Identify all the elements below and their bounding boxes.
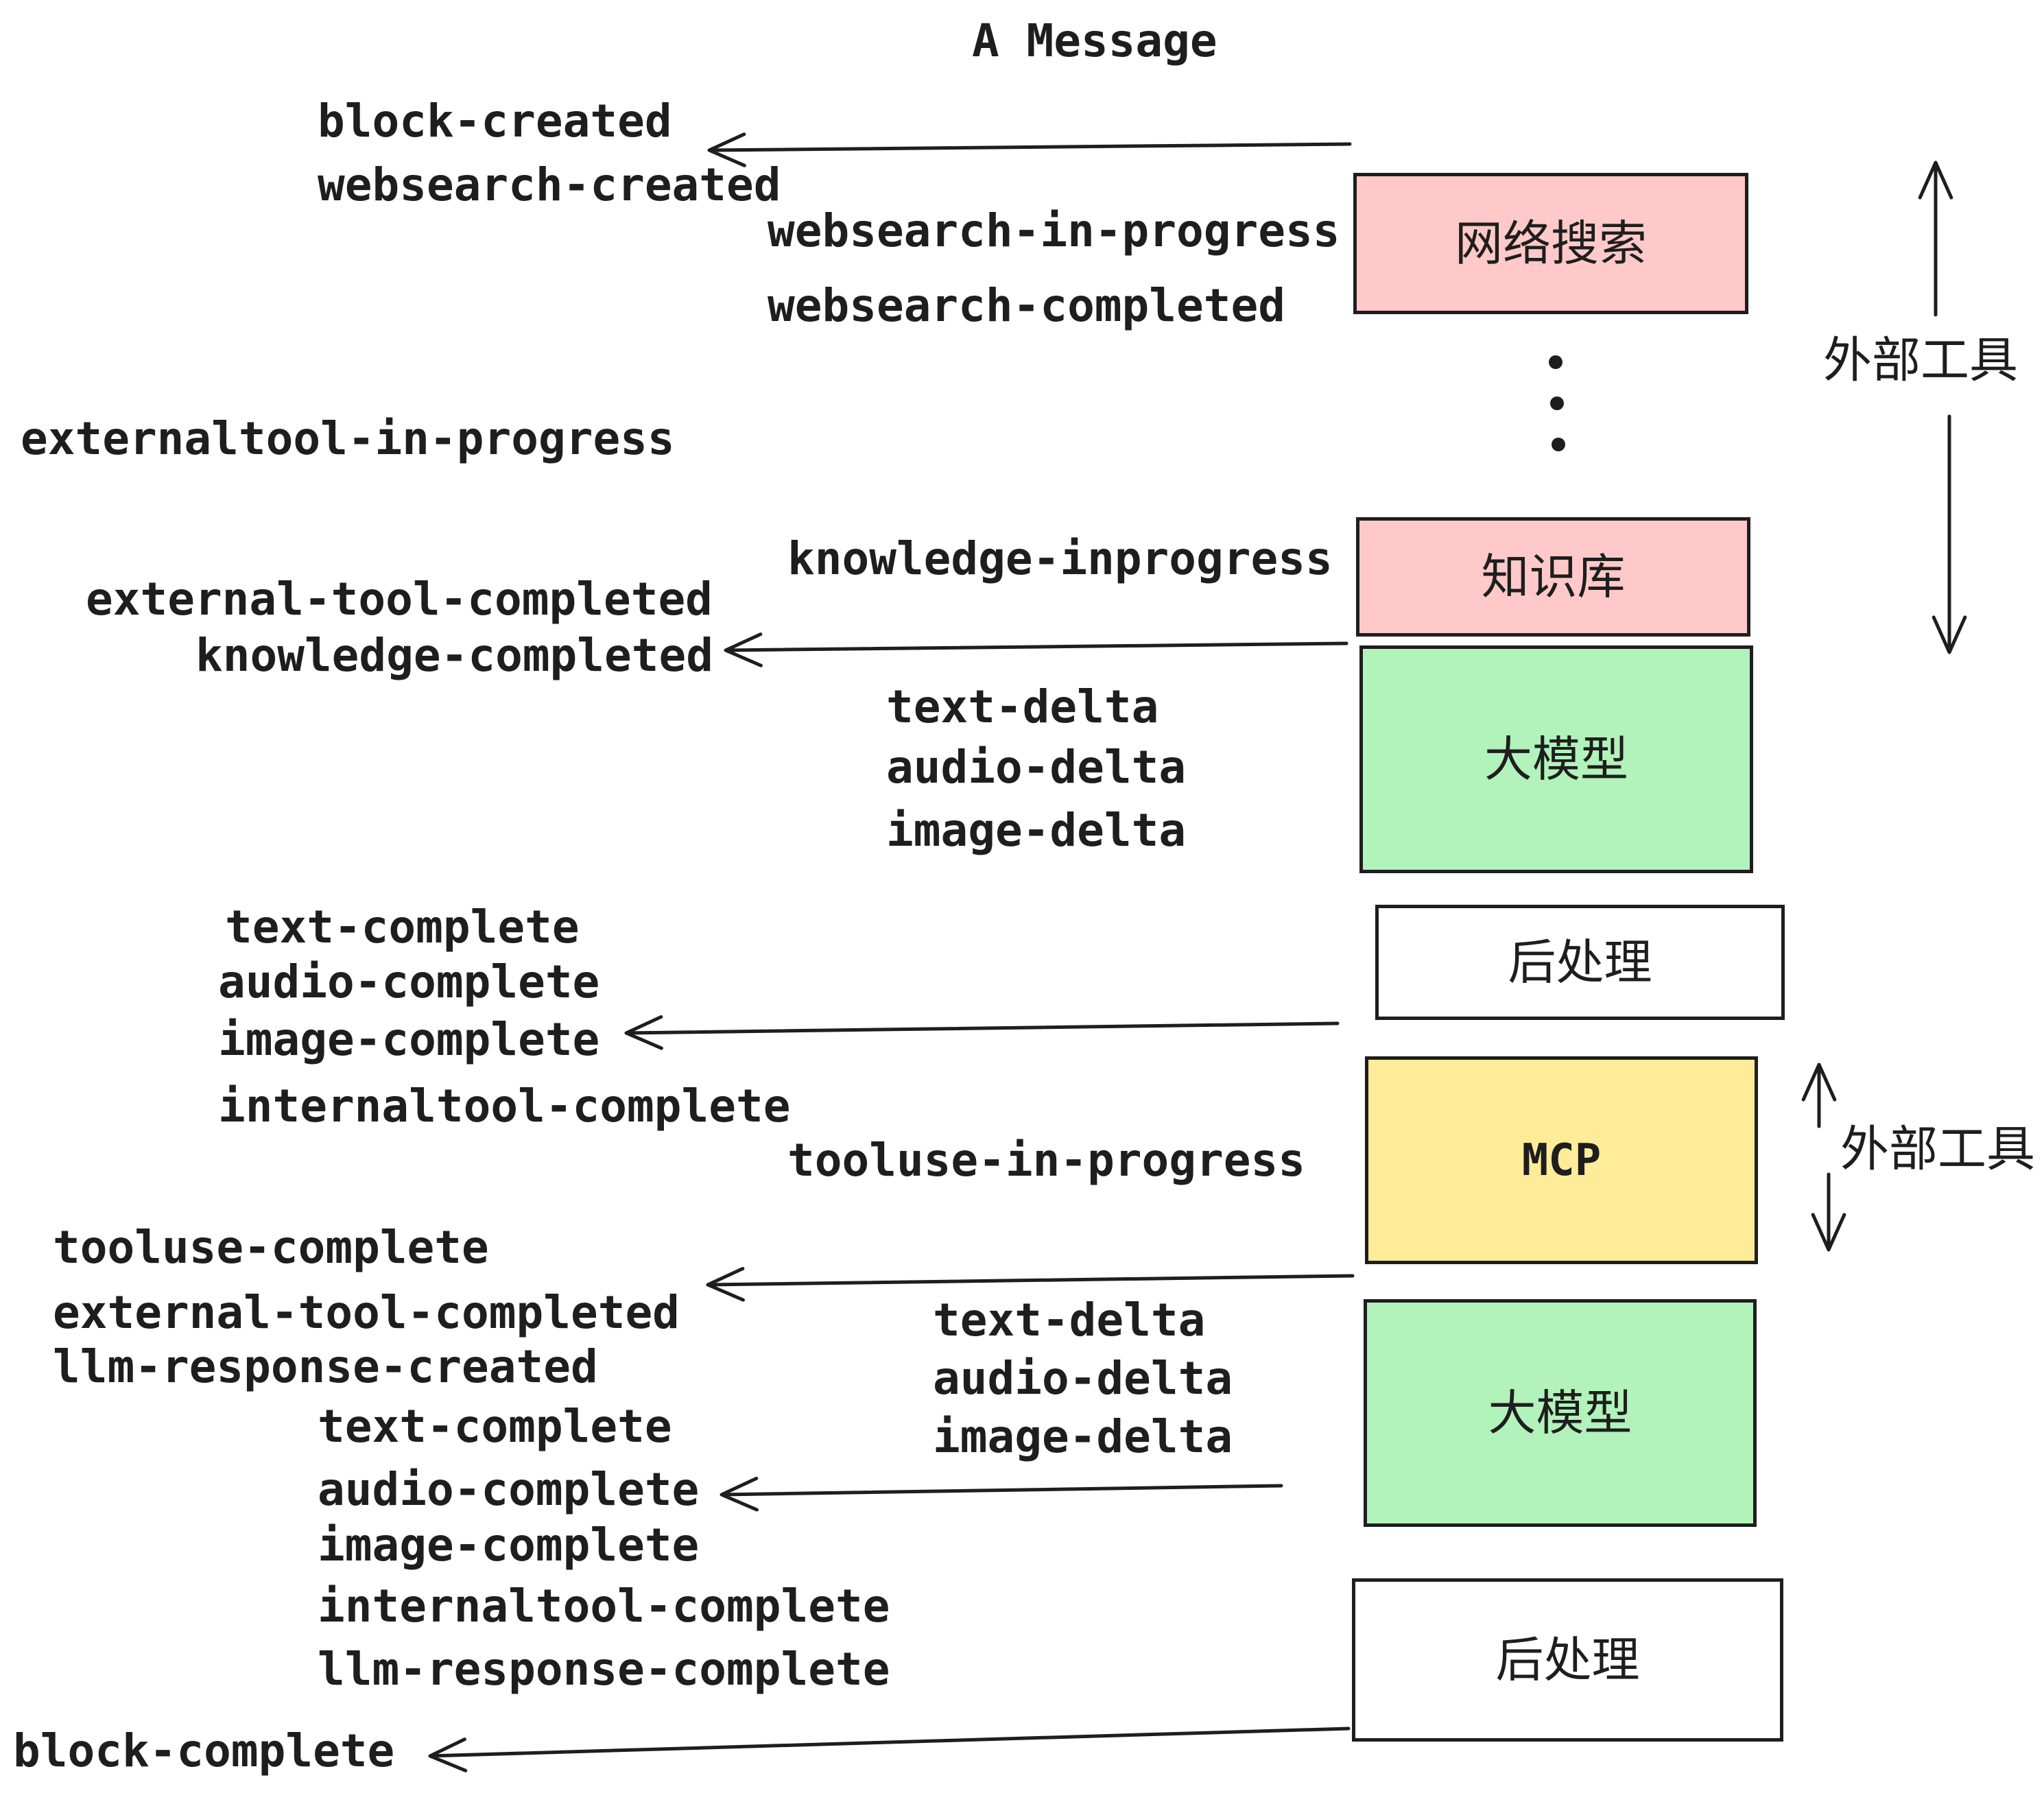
- event-label-external-tool-completed-17: external-tool-completed: [53, 1286, 680, 1339]
- flow-box-postprocess-2: 后处理: [1352, 1578, 1783, 1742]
- ellipsis-dot-2: [1550, 396, 1564, 410]
- event-label-image-complete-24: image-complete: [318, 1519, 700, 1571]
- event-label-internaltool-complete-25: internaltool-complete: [318, 1580, 890, 1633]
- flow-box-label-postprocess-2: 后处理: [1495, 1633, 1640, 1687]
- event-label-llm-response-created-18: llm-response-created: [53, 1340, 598, 1393]
- flow-box-label-websearch: 网络搜索: [1455, 217, 1647, 270]
- arrow-knowledge-completed: [724, 632, 1348, 667]
- flow-box-mcp: MCP: [1365, 1056, 1758, 1264]
- flow-box-label-mcp: MCP: [1521, 1135, 1602, 1186]
- event-label-external-tool-completed-6: external-tool-completed: [86, 573, 713, 626]
- event-label-block-created-0: block-created: [318, 95, 672, 147]
- arrow-image-complete: [624, 1014, 1340, 1050]
- ellipsis-dot-1: [1549, 355, 1562, 369]
- event-label-externaltool-in-progress-4: externaltool-in-progress: [21, 412, 675, 465]
- flow-box-knowledge: 知识库: [1356, 517, 1750, 637]
- page-title: A Message: [972, 14, 1217, 67]
- event-label-llm-response-complete-26: llm-response-complete: [318, 1643, 890, 1696]
- external-tools-mcp-arrow-up: [1801, 1063, 1837, 1128]
- external-tools-top-label: 外部工具: [1823, 333, 2019, 388]
- event-label-text-delta-19: text-delta: [933, 1294, 1206, 1346]
- flow-box-postprocess-1: 后处理: [1375, 905, 1785, 1020]
- event-label-websearch-in-progress-2: websearch-in-progress: [768, 204, 1340, 257]
- flow-box-label-llm-2: 大模型: [1488, 1386, 1632, 1440]
- event-label-block-complete-27: block-complete: [13, 1724, 395, 1777]
- arrow-audio-complete: [720, 1476, 1283, 1512]
- event-label-text-delta-8: text-delta: [886, 680, 1159, 733]
- arrow-block-created: [707, 132, 1352, 167]
- event-label-text-complete-11: text-complete: [225, 901, 580, 953]
- flow-box-label-llm-1: 大模型: [1484, 733, 1628, 786]
- flow-box-label-knowledge: 知识库: [1481, 550, 1626, 604]
- event-label-audio-complete-23: audio-complete: [318, 1463, 700, 1516]
- external-tools-mcp-arrow-down: [1811, 1172, 1846, 1252]
- event-label-websearch-completed-3: websearch-completed: [768, 279, 1285, 332]
- ellipsis-dot-3: [1552, 438, 1565, 451]
- flow-box-llm-2: 大模型: [1364, 1299, 1757, 1527]
- event-label-tooluse-complete-16: tooluse-complete: [53, 1221, 489, 1274]
- event-label-internaltool-complete-14: internaltool-complete: [218, 1080, 791, 1132]
- arrow-tooluse-complete: [706, 1266, 1355, 1302]
- flow-box-websearch: 网络搜索: [1353, 173, 1748, 314]
- external-tools-mcp-label: 外部工具: [1840, 1122, 2036, 1177]
- external-tools-top-arrow-up: [1918, 161, 1953, 317]
- event-label-tooluse-in-progress-15: tooluse-in-progress: [787, 1134, 1305, 1187]
- event-label-audio-delta-20: audio-delta: [933, 1352, 1233, 1405]
- flow-box-label-postprocess-1: 后处理: [1508, 936, 1652, 989]
- external-tools-top-arrow-down: [1932, 414, 1967, 654]
- event-label-websearch-created-1: websearch-created: [318, 158, 781, 211]
- event-label-audio-complete-12: audio-complete: [218, 956, 600, 1008]
- event-label-knowledge-completed-7: knowledge-completed: [195, 629, 713, 682]
- event-label-knowledge-inprogress-5: knowledge-inprogress: [787, 532, 1333, 585]
- event-label-audio-delta-9: audio-delta: [886, 741, 1187, 794]
- flow-box-llm-1: 大模型: [1359, 645, 1753, 873]
- event-label-text-complete-22: text-complete: [318, 1400, 672, 1453]
- event-label-image-delta-10: image-delta: [886, 804, 1187, 857]
- event-label-image-delta-21: image-delta: [933, 1410, 1233, 1463]
- arrow-block-complete: [428, 1726, 1351, 1772]
- event-label-image-complete-13: image-complete: [218, 1013, 600, 1066]
